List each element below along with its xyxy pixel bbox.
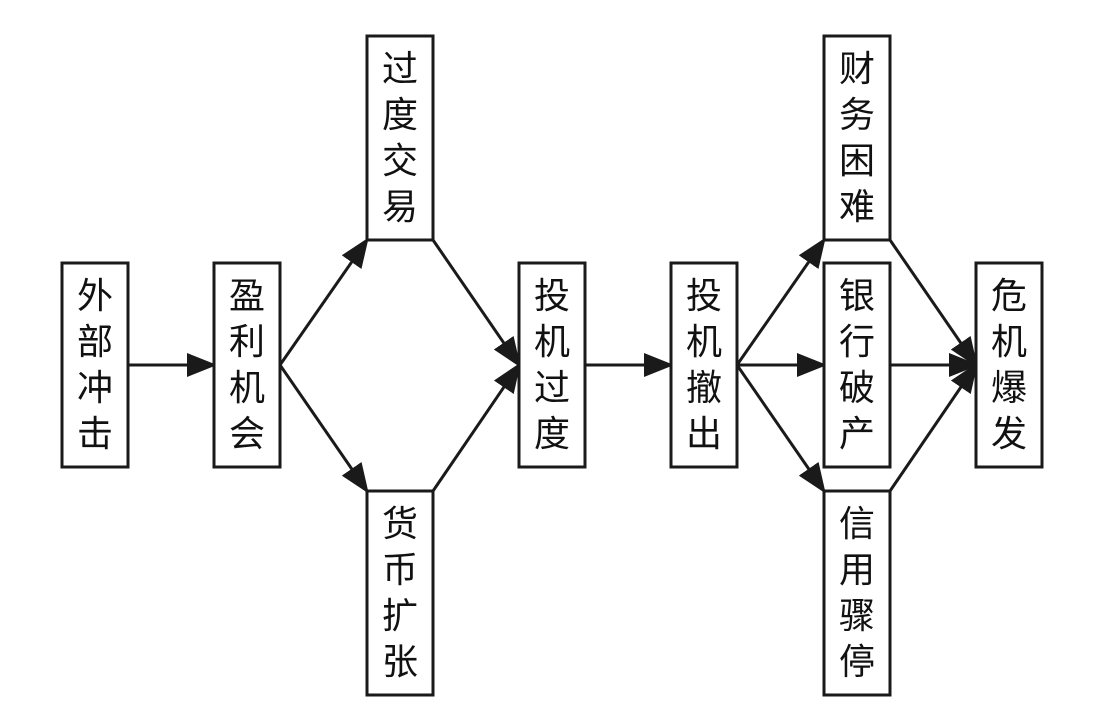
node-monetary-expansion: 货币扩张 xyxy=(365,489,435,697)
node-box xyxy=(365,34,435,242)
node-box xyxy=(517,261,587,469)
node-box xyxy=(822,489,892,697)
node-box xyxy=(669,261,739,469)
node-bank-failure: 银行破产 xyxy=(822,261,892,469)
node-box xyxy=(212,261,282,469)
node-label: 信用骤停 xyxy=(839,504,875,683)
node-box xyxy=(822,261,892,469)
node-label: 投机撤出 xyxy=(686,276,722,455)
node-overtrading: 过度交易 xyxy=(365,34,435,242)
arrow-credit-halt-to-crisis-outbreak xyxy=(888,362,978,492)
arrow-monetary-expansion-to-over-speculation xyxy=(431,362,521,492)
node-box xyxy=(365,489,435,697)
edges-layer xyxy=(128,237,979,494)
node-label: 过度交易 xyxy=(382,49,418,228)
arrow-financial-distress-to-crisis-outbreak xyxy=(888,239,978,368)
arrow-profit-opportunity-to-monetary-expansion xyxy=(278,364,369,494)
node-credit-halt: 信用骤停 xyxy=(822,489,892,697)
node-label: 货币扩张 xyxy=(382,504,418,683)
node-profit-opportunity: 盈利机会 xyxy=(212,261,282,469)
node-label: 银行破产 xyxy=(839,276,875,455)
node-financial-distress: 财务困难 xyxy=(822,34,892,242)
node-box xyxy=(974,261,1044,469)
node-over-speculation: 投机过度 xyxy=(517,261,587,469)
node-label: 投机过度 xyxy=(534,276,570,455)
arrow-speculation-withdrawal-to-credit-halt xyxy=(735,364,826,494)
node-speculation-withdrawal: 投机撤出 xyxy=(669,261,739,469)
node-box xyxy=(822,34,892,242)
node-label: 财务困难 xyxy=(839,49,875,228)
node-label: 盈利机会 xyxy=(229,276,265,455)
node-box xyxy=(60,261,130,469)
arrow-overtrading-to-over-speculation xyxy=(431,239,521,368)
arrow-speculation-withdrawal-to-financial-distress xyxy=(735,237,826,366)
arrow-profit-opportunity-to-overtrading xyxy=(278,237,369,366)
node-label: 危机爆发 xyxy=(991,276,1027,455)
node-crisis-outbreak: 危机爆发 xyxy=(974,261,1044,469)
node-external-shock: 外部冲击 xyxy=(60,261,130,469)
node-label: 外部冲击 xyxy=(77,276,113,455)
